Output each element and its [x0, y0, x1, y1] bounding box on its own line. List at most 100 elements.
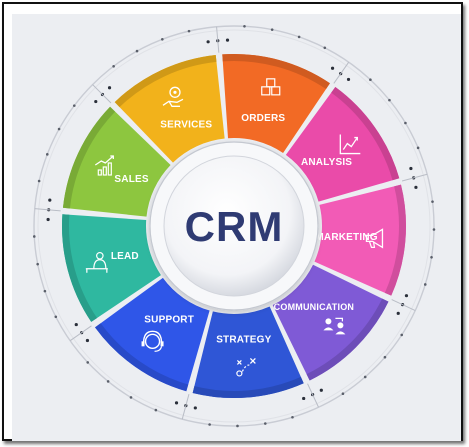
outer-ring-dot [86, 361, 90, 364]
ring-dot [330, 66, 335, 70]
outer-ring-dot [363, 375, 367, 379]
divider-line [216, 26, 220, 53]
divider-line [181, 393, 190, 420]
segment-marketing: MARKETING [314, 184, 406, 296]
ring-dot [94, 99, 98, 104]
segment-orders-shape [222, 54, 330, 153]
segment-lead: LEAD [62, 214, 161, 322]
outer-ring-dot [383, 355, 387, 359]
hub-circle [163, 155, 305, 297]
segment-support-label: SUPPORT [144, 315, 194, 326]
outer-ring-dot [135, 49, 139, 53]
divider-line [92, 84, 112, 104]
outer-ring-dot [432, 228, 436, 231]
outer-ring-dot [106, 380, 110, 383]
outer-ring-dot [263, 422, 267, 425]
people-exchange-icon [323, 317, 346, 335]
segment-strategy-shape [192, 306, 304, 398]
crm-wheel-diagram: SALES SERVICES ORDERS ANALYSIS MARKETING COMM… [32, 24, 436, 428]
divider-line [34, 208, 61, 212]
ring-dots [32, 24, 436, 428]
segment-marketing-rim [384, 184, 406, 296]
ring-dot [193, 406, 197, 410]
outer-ring-dot [36, 262, 39, 266]
segment-lead-rim [62, 214, 98, 322]
outer-ring [33, 25, 435, 427]
outer-ring-dot [341, 392, 345, 396]
segment-analysis-label: ANALYSIS [301, 157, 352, 168]
outer-ring-dot [423, 283, 427, 286]
outer-ring-dot [243, 24, 246, 28]
outer-ring-dot [208, 423, 211, 426]
segment-communication-label: COMMUNICATION [274, 302, 354, 312]
ring-dot [302, 396, 306, 401]
outer-ring-dot [270, 28, 274, 31]
segment-lead-shape [62, 214, 161, 322]
divider-line [333, 61, 350, 84]
bar-chart-growth-icon [94, 155, 114, 176]
outer-ring-dot [297, 35, 301, 39]
outer-ring-dot [416, 146, 420, 150]
segment-support: SUPPORT [95, 277, 210, 392]
ring-dot [85, 338, 90, 343]
outer-ring-dot [72, 104, 76, 107]
divider-line [401, 173, 428, 182]
outer-ring-dot [236, 424, 239, 428]
ring-dot [174, 401, 179, 405]
outer-ring-dot [45, 153, 49, 156]
ring-dot [414, 185, 418, 189]
outer-ring-dot [112, 64, 115, 68]
lead-person-icon [85, 251, 108, 273]
segment-sales: SALES [62, 106, 171, 217]
outer-ring-dot [154, 408, 158, 412]
divider-line [69, 325, 92, 342]
segment-services-rim [114, 54, 217, 108]
outer-ring-dot [388, 98, 391, 102]
segment-communication: COMMUNICATION [272, 264, 389, 381]
segment-lead-label: LEAD [111, 251, 139, 262]
ring-dot [48, 198, 52, 202]
segment-group: SALES SERVICES ORDERS ANALYSIS MARKETING COMM… [62, 54, 406, 398]
outer-ring-dot [57, 127, 61, 131]
segment-marketing-label: MARKETING [315, 232, 377, 243]
outer-ring-dot [430, 255, 433, 259]
segment-marketing-shape [314, 184, 406, 296]
hand-gear-icon [162, 86, 184, 107]
segment-orders-rim [222, 54, 330, 90]
ring-dot [206, 40, 210, 44]
segment-analysis-shape [285, 87, 400, 202]
segment-analysis: ANALYSIS [285, 87, 400, 202]
diagram-canvas: SALES SERVICES ORDERS ANALYSIS MARKETING COMM… [12, 14, 461, 441]
segment-analysis-rim [331, 87, 400, 181]
ring-dot [409, 166, 413, 171]
outer-ring-dot [129, 396, 133, 399]
ring-dot [396, 311, 400, 315]
ring-dot [74, 322, 78, 327]
divider-line [307, 383, 319, 408]
outer-ring-dot [369, 78, 372, 82]
outer-ring-dot [323, 46, 327, 50]
segment-support-rim [95, 323, 189, 392]
outer-ring-dot [32, 235, 36, 238]
segment-communication-rim [306, 298, 389, 381]
headset-agent-icon [141, 330, 164, 352]
center-label: CRM [185, 203, 284, 250]
segment-sales-rim [62, 106, 116, 209]
outer-ring-dot [400, 333, 404, 337]
megaphone-icon [365, 228, 384, 249]
segment-strategy-label: STRATEGY [216, 335, 271, 346]
line-chart-icon [339, 134, 361, 155]
ring-dot [346, 77, 351, 82]
segment-sales-label: SALES [114, 174, 148, 185]
ring-dot [46, 217, 50, 222]
segment-strategy: STRATEGY [192, 306, 304, 398]
segment-orders: ORDERS [222, 54, 330, 153]
segment-services-label: SERVICES [160, 120, 212, 131]
outer-ring-dot [404, 121, 407, 125]
segment-orders-label: ORDERS [241, 113, 285, 124]
divider-line [391, 299, 416, 311]
ring-dot [404, 294, 409, 298]
outer-ring-dot [37, 179, 41, 183]
outer-ring-dot [291, 415, 294, 419]
outer-ring-dot [43, 289, 47, 293]
